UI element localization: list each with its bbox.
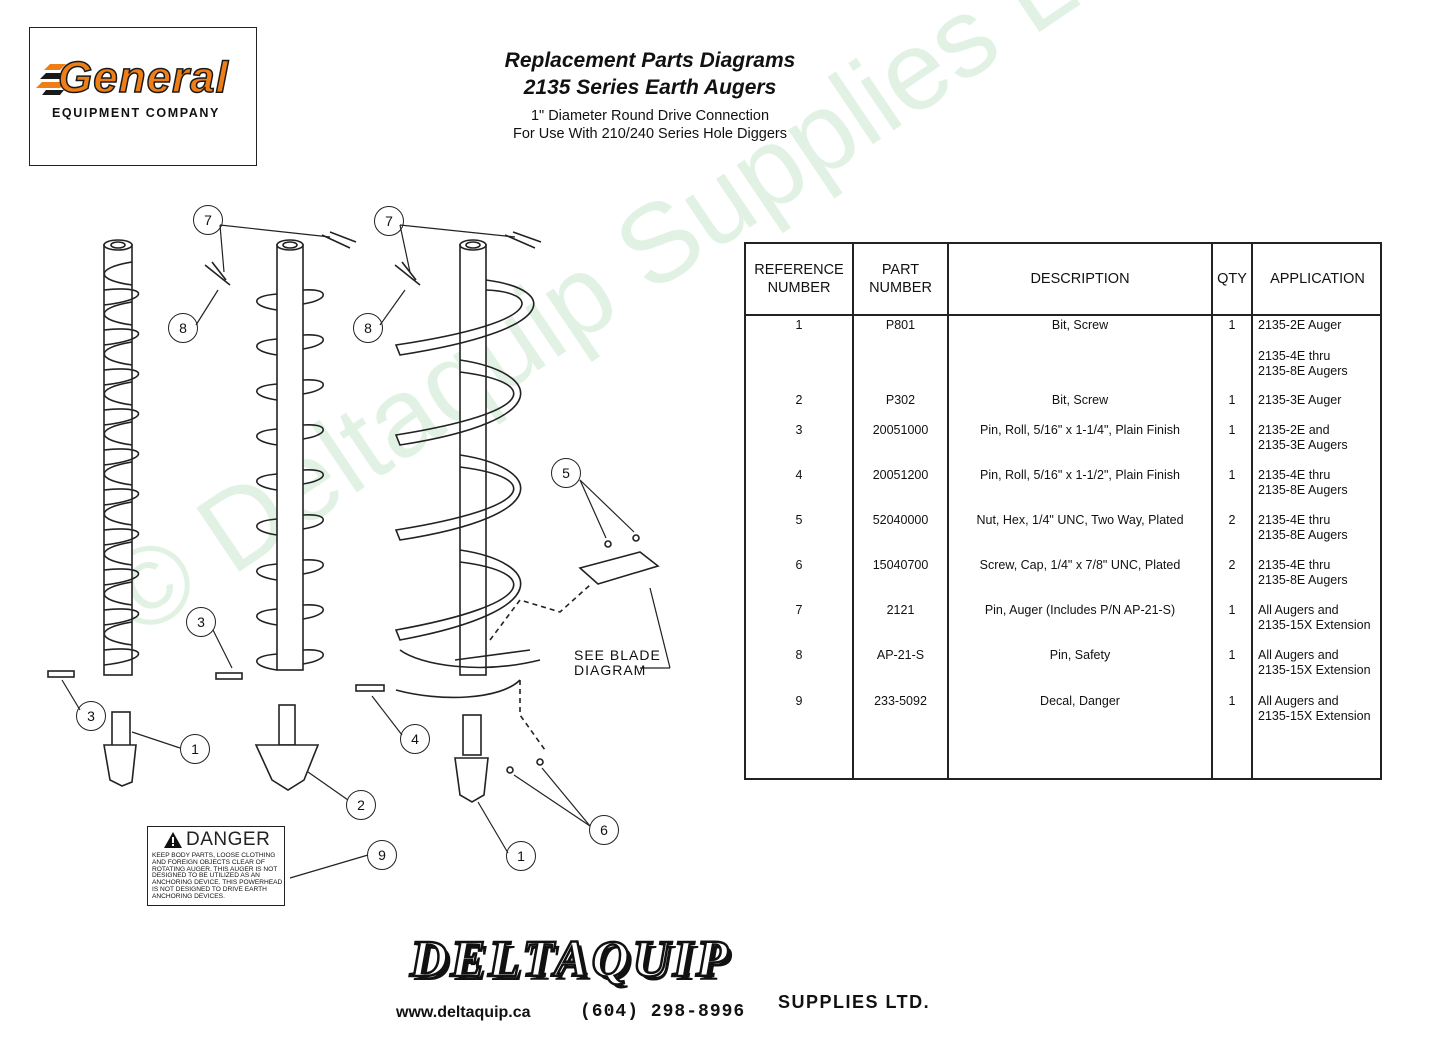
logo-wordmark: General <box>57 53 229 102</box>
callout-5: 5 <box>551 458 581 488</box>
parts-table: REFERENCE NUMBER PART NUMBER DESCRIPTION… <box>744 242 1382 780</box>
decal-text: KEEP BODY PARTS, LOOSE CLOTHING AND FORE… <box>152 852 283 900</box>
callout-3-middle: 3 <box>186 607 216 637</box>
callout-2: 2 <box>346 790 376 820</box>
logo-subtitle: EQUIPMENT COMPANY <box>52 106 220 120</box>
callout-7-right: 7 <box>374 206 404 236</box>
callout-3-left: 3 <box>76 701 106 731</box>
warning-triangle-icon <box>164 832 182 848</box>
page-title-series: 2135 Series Earth Augers <box>523 76 777 99</box>
header-reference-number: REFERENCE NUMBER <box>754 262 844 296</box>
auger-small-drawing <box>47 239 140 787</box>
auger-medium-drawing <box>215 239 324 791</box>
callout-7-left: 7 <box>193 205 223 235</box>
header-description: DESCRIPTION <box>1030 271 1130 287</box>
website-url[interactable]: www.deltaquip.ca <box>396 1004 531 1021</box>
exploded-parts-diagram <box>47 224 671 879</box>
callout-9: 9 <box>367 840 397 870</box>
callout-8-left: 8 <box>168 313 198 343</box>
see-blade-diagram-label: SEE BLADE DIAGRAM <box>574 647 661 678</box>
deltaquip-logo-wordmark: DELTAQUIP <box>409 930 731 990</box>
callout-1-right: 1 <box>506 841 536 871</box>
callout-8-right: 8 <box>353 313 383 343</box>
subtitle-usage: For Use With 210/240 Series Hole Diggers <box>512 126 787 142</box>
subtitle-connection: 1" Diameter Round Drive Connection <box>530 108 770 124</box>
header-part-number: PART NUMBER <box>869 262 932 296</box>
phone-number: (604) 298-8996 <box>580 1002 746 1022</box>
auger-pins-drawing <box>204 231 542 286</box>
general-logo: General EQUIPMENT COMPANY <box>29 27 257 166</box>
header-qty: QTY <box>1217 271 1247 287</box>
logo-stripes-icon <box>36 64 66 95</box>
callout-6: 6 <box>589 815 619 845</box>
callout-4: 4 <box>400 724 430 754</box>
callout-1-left: 1 <box>180 734 210 764</box>
header-application: APPLICATION <box>1270 271 1365 287</box>
deltaquip-logo-subtitle: SUPPLIES LTD. <box>778 992 931 1012</box>
danger-decal: DANGER KEEP BODY PARTS, LOOSE CLOTHING A… <box>147 826 285 906</box>
auger-large-drawing <box>355 239 660 803</box>
page-title: Replacement Parts Diagrams <box>504 49 796 72</box>
decal-title: DANGER <box>186 829 271 850</box>
page-title-block: Replacement Parts Diagrams 2135 Series E… <box>440 47 860 143</box>
